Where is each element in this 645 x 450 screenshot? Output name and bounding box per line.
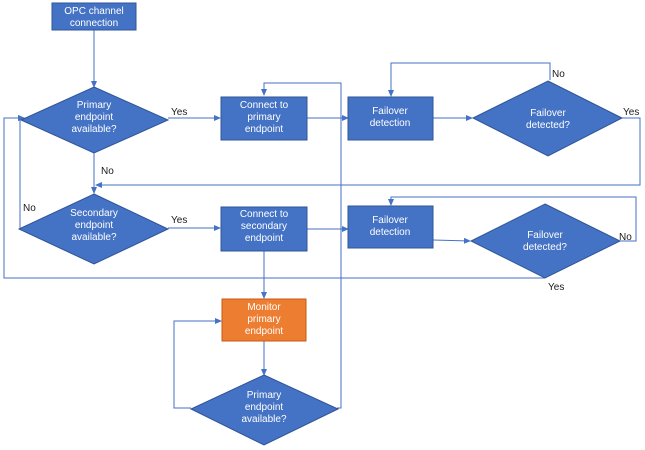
label-failover1-yes: Yes	[623, 107, 639, 118]
label-failover2-no: No	[619, 232, 632, 243]
edge-labels: Yes No No Yes No Yes No Yes	[23, 69, 639, 293]
edge-primary2-no-loop	[173, 318, 222, 409]
label-failover2-yes: Yes	[548, 282, 564, 293]
edges	[3, 30, 641, 409]
label-primary-yes: Yes	[171, 107, 187, 118]
label-secondary-no: No	[23, 203, 36, 214]
edge-failover2-yes-loop	[3, 115, 545, 279]
label-failover1-no: No	[552, 69, 565, 80]
label-primary-no: No	[101, 166, 114, 177]
edge-primary2-yes-to-connect-primary	[261, 82, 342, 409]
edge-failover-no-loop	[388, 62, 551, 97]
edge-failover-yes-to-secondary	[95, 117, 641, 188]
edge-failover2-no-loop	[388, 196, 637, 242]
edge-detection2-to-failover-check	[432, 237, 471, 244]
label-secondary-yes: Yes	[171, 215, 187, 226]
